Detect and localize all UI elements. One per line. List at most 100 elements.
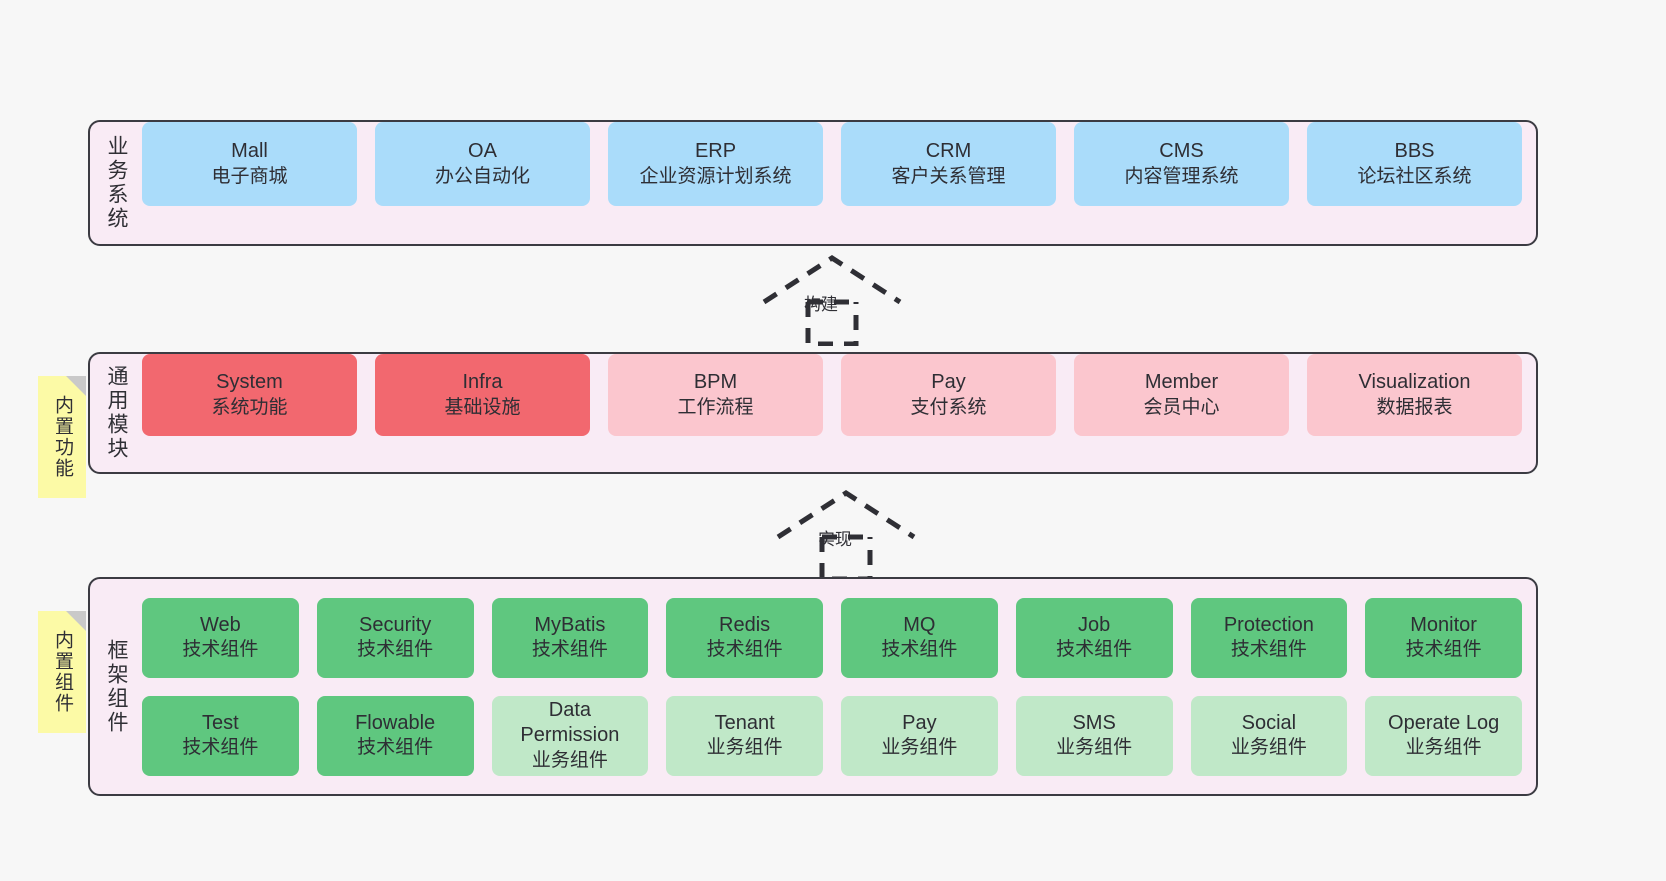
- cell-bbs-cn: 论坛社区系统: [1357, 165, 1472, 187]
- cell-crm-cn: 客户关系管理: [891, 165, 1006, 187]
- cell-cms-cn: 内容管理系统: [1124, 165, 1239, 187]
- cell-pay-module-en: Pay: [931, 371, 966, 394]
- cell-data-permission[interactable]: Data Permission 业务组件: [491, 695, 649, 776]
- cell-oa-cn: 办公自动化: [434, 165, 530, 187]
- sticky-note-builtin-components: 内置组件: [38, 611, 86, 733]
- cell-bpm[interactable]: BPM 工作流程: [608, 354, 823, 436]
- layer-title-framework-components: 框架组件: [105, 638, 129, 735]
- cell-job-en: Job: [1078, 613, 1111, 636]
- cell-member[interactable]: Member 会员中心: [1074, 354, 1289, 436]
- cell-operate-log-cn: 业务组件: [1405, 737, 1482, 759]
- cell-protection-en: Protection: [1223, 613, 1314, 636]
- cell-redis-cn: 技术组件: [706, 639, 783, 661]
- cell-job-cn: 技术组件: [1056, 639, 1133, 661]
- cell-member-cn: 会员中心: [1143, 396, 1220, 418]
- layer-title-common-modules: 通用模块: [105, 365, 129, 461]
- cell-redis[interactable]: Redis 技术组件: [666, 597, 823, 678]
- cell-infra[interactable]: Infra 基础设施: [375, 354, 590, 436]
- cell-mall[interactable]: Mall 电子商城: [142, 122, 357, 206]
- connector-implement: 实现: [766, 485, 926, 582]
- cell-web[interactable]: Web 技术组件: [142, 597, 299, 678]
- cell-system[interactable]: System 系统功能: [142, 354, 357, 436]
- cell-security-cn: 技术组件: [357, 639, 434, 661]
- cell-infra-cn: 基础设施: [444, 396, 521, 418]
- cell-pay-component-en: Pay: [902, 711, 937, 734]
- cell-monitor-cn: 技术组件: [1405, 639, 1482, 661]
- cell-monitor[interactable]: Monitor 技术组件: [1365, 597, 1522, 678]
- cell-erp-cn: 企业资源计划系统: [639, 165, 792, 187]
- cell-security[interactable]: Security 技术组件: [316, 597, 474, 678]
- cell-oa[interactable]: OA 办公自动化: [375, 122, 590, 206]
- layer-modules-row-1: System 系统功能 Infra 基础设施 BPM 工作流程 Pay 支付系统…: [142, 354, 1522, 436]
- cell-monitor-en: Monitor: [1410, 613, 1477, 636]
- cell-bbs[interactable]: BBS 论坛社区系统: [1307, 122, 1522, 206]
- cell-tenant-cn: 业务组件: [706, 737, 783, 759]
- cell-system-en: System: [216, 371, 283, 394]
- cell-job[interactable]: Job 技术组件: [1015, 597, 1173, 678]
- cell-redis-en: Redis: [719, 613, 771, 636]
- layer-title-business-systems: 业务系统: [105, 135, 129, 231]
- cell-operate-log[interactable]: Operate Log 业务组件: [1365, 695, 1522, 776]
- cell-flowable[interactable]: Flowable 技术组件: [316, 695, 474, 776]
- cell-mall-cn: 电子商城: [211, 165, 288, 187]
- cell-sms[interactable]: SMS 业务组件: [1015, 695, 1173, 776]
- cell-sms-cn: 业务组件: [1056, 737, 1133, 759]
- cell-mybatis-cn: 技术组件: [531, 639, 608, 661]
- cell-bbs-en: BBS: [1394, 140, 1435, 163]
- cell-tenant-en: Tenant: [714, 711, 775, 734]
- cell-tenant[interactable]: Tenant 业务组件: [666, 695, 823, 776]
- cell-erp-en: ERP: [694, 140, 737, 163]
- cell-infra-en: Infra: [462, 371, 503, 394]
- cell-test-en: Test: [202, 711, 239, 734]
- cell-visualization-en: Visualization: [1358, 371, 1471, 394]
- sticky-note-builtin-components-label: 内置组件: [51, 630, 73, 714]
- cell-mq-en: MQ: [903, 613, 936, 636]
- layer-framework-cells: Web 技术组件 Security 技术组件 MyBatis 技术组件 Redi…: [142, 579, 1536, 794]
- cell-operate-log-en: Operate Log: [1388, 711, 1500, 734]
- cell-cms[interactable]: CMS 内容管理系统: [1074, 122, 1289, 206]
- cell-oa-en: OA: [468, 140, 497, 163]
- cell-pay-component[interactable]: Pay 业务组件: [841, 695, 998, 776]
- cell-test-cn: 技术组件: [182, 737, 259, 759]
- cell-mall-en: Mall: [231, 140, 268, 163]
- connector-build: 构建: [752, 250, 912, 347]
- cell-member-en: Member: [1144, 371, 1219, 394]
- layer-modules-cells: System 系统功能 Infra 基础设施 BPM 工作流程 Pay 支付系统…: [142, 354, 1536, 436]
- cell-web-en: Web: [199, 613, 241, 636]
- cell-crm-en: CRM: [925, 140, 972, 163]
- cell-erp[interactable]: ERP 企业资源计划系统: [608, 122, 823, 206]
- cell-protection[interactable]: Protection 技术组件: [1190, 597, 1348, 678]
- layer-business-systems: 业务系统 Mall 电子商城 OA 办公自动化 ERP 企业资源计划系统 CRM…: [88, 120, 1538, 246]
- cell-crm[interactable]: CRM 客户关系管理: [841, 122, 1056, 206]
- sticky-note-builtin-features: 内置功能: [38, 376, 86, 498]
- layer-common-modules: 通用模块 System 系统功能 Infra 基础设施 BPM 工作流程 Pay…: [88, 352, 1538, 474]
- layer-framework-components: 框架组件 Web 技术组件 Security 技术组件 MyBatis 技术组件…: [88, 577, 1538, 796]
- cell-mq-cn: 技术组件: [881, 639, 958, 661]
- layer-framework-row-2: Test 技术组件 Flowable 技术组件 Data Permission …: [142, 695, 1522, 776]
- cell-security-en: Security: [359, 613, 432, 636]
- cell-mq[interactable]: MQ 技术组件: [841, 597, 998, 678]
- cell-pay-module[interactable]: Pay 支付系统: [841, 354, 1056, 436]
- cell-visualization-cn: 数据报表: [1376, 396, 1453, 418]
- cell-flowable-en: Flowable: [355, 711, 436, 734]
- layer-framework-row-1: Web 技术组件 Security 技术组件 MyBatis 技术组件 Redi…: [142, 597, 1522, 678]
- connector-implement-label: 实现: [818, 530, 852, 549]
- cell-social[interactable]: Social 业务组件: [1190, 695, 1348, 776]
- cell-test[interactable]: Test 技术组件: [142, 695, 299, 776]
- layer-business-cells: Mall 电子商城 OA 办公自动化 ERP 企业资源计划系统 CRM 客户关系…: [142, 122, 1536, 206]
- page-fold-icon: [66, 611, 86, 631]
- cell-bpm-cn: 工作流程: [677, 396, 754, 418]
- page-fold-icon: [66, 376, 86, 396]
- cell-web-cn: 技术组件: [182, 639, 259, 661]
- cell-social-cn: 业务组件: [1230, 737, 1307, 759]
- cell-mybatis[interactable]: MyBatis 技术组件: [491, 597, 649, 678]
- connector-build-icon: [762, 255, 902, 347]
- cell-mybatis-en: MyBatis: [534, 613, 606, 636]
- cell-system-cn: 系统功能: [211, 396, 288, 418]
- cell-bpm-en: BPM: [693, 371, 738, 394]
- cell-social-en: Social: [1241, 711, 1297, 734]
- cell-flowable-cn: 技术组件: [357, 737, 434, 759]
- cell-data-permission-en: Data Permission: [520, 698, 620, 747]
- cell-visualization[interactable]: Visualization 数据报表: [1307, 354, 1522, 436]
